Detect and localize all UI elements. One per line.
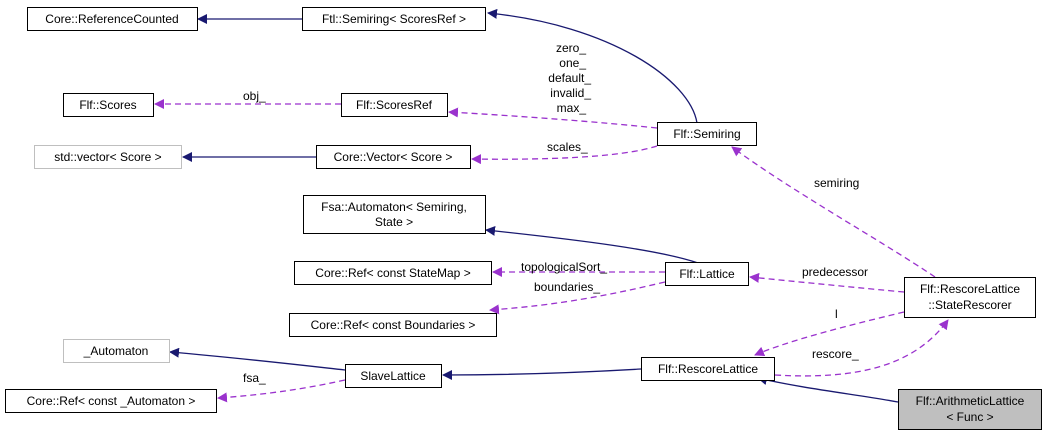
edge-label-semiring: semiring xyxy=(814,176,859,190)
node-flf-rescorelattice[interactable]: Flf::RescoreLattice xyxy=(641,357,775,381)
edge-label-scales: scales_ xyxy=(547,140,588,154)
node-flf-rescorelattice-staterescorer[interactable]: Flf::RescoreLattice ::StateRescorer xyxy=(904,277,1036,318)
edge-slavelattice-to-automaton xyxy=(169,347,346,371)
node-label: _Automaton xyxy=(83,344,149,358)
node-core-vector-score[interactable]: Core::Vector< Score > xyxy=(316,145,471,169)
node-fsa-automaton[interactable]: Fsa::Automaton< Semiring, State > xyxy=(303,195,486,234)
node-label: std::vector< Score > xyxy=(54,150,161,164)
edge-lattice-boundaries-boundaries xyxy=(489,281,666,315)
edge-label-zero: zero_ xyxy=(556,41,586,55)
edge-label-invalid: invalid_ xyxy=(550,86,591,100)
edge-semiring-members-scoresref xyxy=(448,107,658,129)
edge-label-obj: obj_ xyxy=(243,89,266,103)
edge-label-max: max_ xyxy=(557,101,587,115)
edge-label-boundaries: boundaries_ xyxy=(534,280,600,294)
node-flf-scores[interactable]: Flf::Scores xyxy=(63,93,154,117)
edge-semiring-scales-vector xyxy=(471,145,658,165)
node-label: Flf::Semiring xyxy=(673,127,740,141)
node-label-line-1: Flf::RescoreLattice xyxy=(920,282,1020,296)
node-label: Core::Ref< const StateMap > xyxy=(315,266,470,280)
edge-flf-semiring-to-ftl-semiring xyxy=(487,8,698,124)
node-core-ref-automaton[interactable]: Core::Ref< const _Automaton > xyxy=(5,389,217,413)
edge-label-rescore: rescore_ xyxy=(812,347,859,361)
node-label-line-2: < Func > xyxy=(946,410,993,424)
node-core-reference-counted[interactable]: Core::ReferenceCounted xyxy=(27,7,198,31)
node-label-line-2: ::StateRescorer xyxy=(928,298,1011,312)
node-slave-lattice[interactable]: SlaveLattice xyxy=(345,364,442,388)
edge-label-default: default_ xyxy=(548,71,591,85)
node-flf-lattice[interactable]: Flf::Lattice xyxy=(665,262,749,286)
node-label: Ftl::Semiring< ScoresRef > xyxy=(322,12,466,26)
node-label: Core::ReferenceCounted xyxy=(45,12,178,26)
node-std-vector-score[interactable]: std::vector< Score > xyxy=(34,145,182,169)
edge-arithmetic-to-rescorelattice xyxy=(757,375,899,403)
node-flf-semiring[interactable]: Flf::Semiring xyxy=(657,122,757,146)
edge-rescorelattice-to-slavelattice xyxy=(442,368,642,380)
edge-slavelattice-fsa-automaton-ref xyxy=(217,379,346,403)
node-flf-scoresref[interactable]: Flf::ScoresRef xyxy=(341,93,448,117)
edge-label-one: one_ xyxy=(559,56,586,70)
node-label: Flf::ScoresRef xyxy=(356,98,433,112)
node-label: Flf::Scores xyxy=(79,98,136,112)
node-label-line-2: State > xyxy=(375,215,413,229)
node-label: Flf::Lattice xyxy=(679,267,735,281)
node-label-line-1: Fsa::Automaton< Semiring, xyxy=(321,200,467,214)
edge-rescorelattice-rescore-staterescorer xyxy=(774,319,949,377)
edge-label-predecessor: predecessor xyxy=(802,265,868,279)
node-label-line-1: Flf::ArithmeticLattice xyxy=(916,394,1025,408)
node-label: Flf::RescoreLattice xyxy=(658,362,758,376)
node-flf-arithmeticlattice[interactable]: Flf::ArithmeticLattice < Func > xyxy=(898,389,1042,430)
node-core-ref-statemap[interactable]: Core::Ref< const StateMap > xyxy=(294,261,492,285)
node-ftl-semiring-scoresref[interactable]: Ftl::Semiring< ScoresRef > xyxy=(302,7,486,31)
node-label: Core::Ref< const Boundaries > xyxy=(311,318,476,332)
node-core-ref-boundaries[interactable]: Core::Ref< const Boundaries > xyxy=(289,313,497,337)
node-label: Core::Vector< Score > xyxy=(334,150,453,164)
node-label: Core::Ref< const _Automaton > xyxy=(27,394,196,408)
edge-label-fsa: fsa_ xyxy=(243,371,266,385)
node-automaton-underscore[interactable]: _Automaton xyxy=(63,339,170,363)
edge-label-l: l xyxy=(835,307,838,321)
node-label: SlaveLattice xyxy=(360,369,426,383)
edge-staterescorer-predecessor-lattice xyxy=(749,272,905,293)
edge-lattice-to-automaton xyxy=(485,225,699,264)
edge-staterescorer-semiring xyxy=(731,146,936,278)
edge-staterescorer-l-rescorelattice xyxy=(754,311,905,357)
edge-label-topologicalsort: topologicalSort_ xyxy=(521,260,607,274)
